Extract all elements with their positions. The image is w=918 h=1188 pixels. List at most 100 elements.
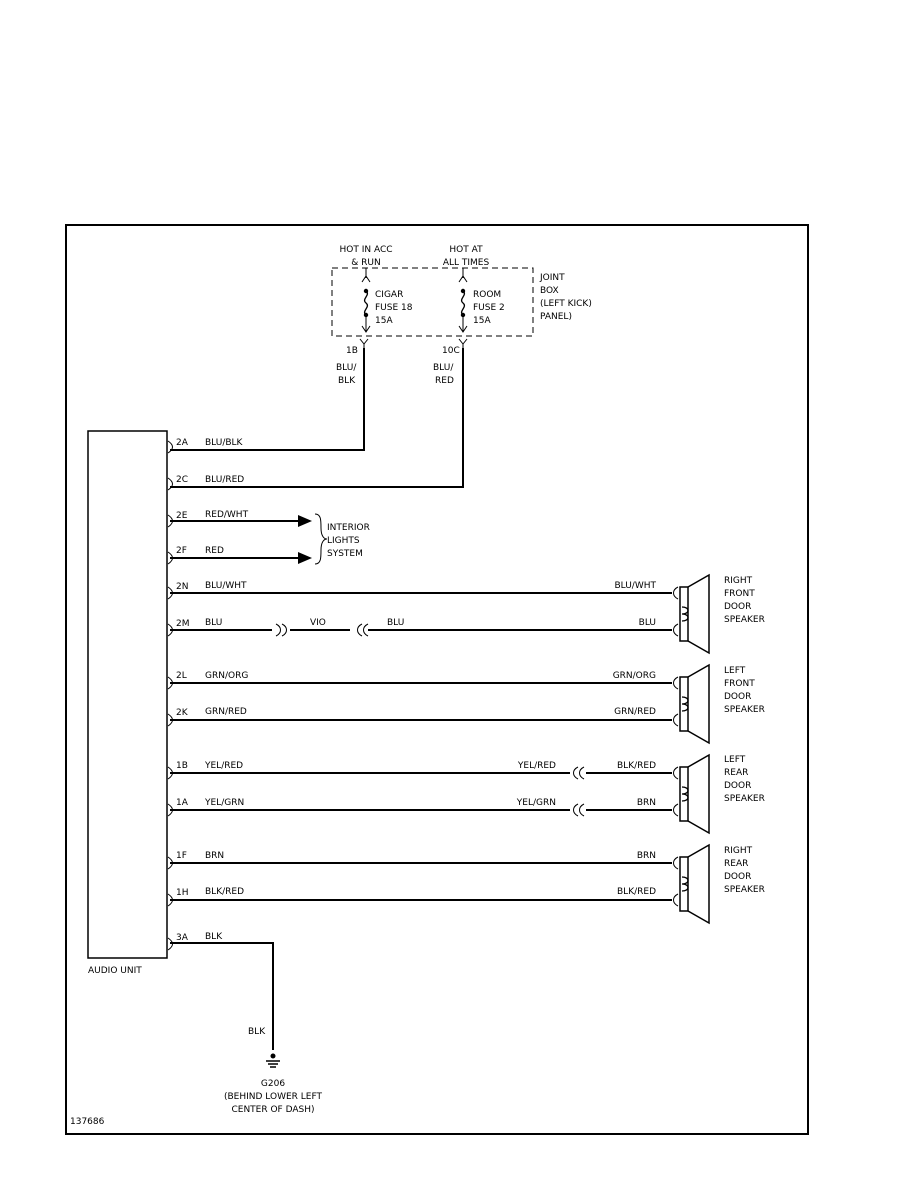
svg-text:PANEL): PANEL) xyxy=(540,312,572,322)
svg-text:GRN/ORG: GRN/ORG xyxy=(205,671,248,681)
svg-text:2E: 2E xyxy=(176,511,188,521)
power-arrow-batt xyxy=(458,268,468,283)
svg-text:CIGAR: CIGAR xyxy=(375,290,403,300)
svg-text:ALL TIMES: ALL TIMES xyxy=(443,258,490,268)
svg-text:YEL/RED: YEL/RED xyxy=(204,761,243,771)
svg-text:2F: 2F xyxy=(176,546,187,556)
wire-3a-blk xyxy=(170,942,274,1050)
speaker-label-rf: RIGHT FRONT DOOR SPEAKER xyxy=(724,576,765,625)
svg-text:1A: 1A xyxy=(176,798,189,808)
svg-text:CENTER OF DASH): CENTER OF DASH) xyxy=(231,1105,314,1115)
brace-icon xyxy=(314,513,328,565)
wire-label-batt-2: RED xyxy=(435,376,454,386)
pin-labels: 2A 2C 2E 2F 2N 2M 2L 2K 1B 1A 1F 1H 3A xyxy=(176,438,190,943)
speaker-icon xyxy=(679,844,710,924)
interior-lights-label: INTERIOR LIGHTS SYSTEM xyxy=(327,523,370,559)
speaker-connectors xyxy=(673,586,679,907)
wire-label-2k-right: GRN/RED xyxy=(614,707,656,717)
svg-text:BLU/RED: BLU/RED xyxy=(205,475,244,485)
speaker-icon xyxy=(679,754,710,834)
joint-box-outline xyxy=(331,267,534,337)
svg-text:(BEHIND LOWER LEFT: (BEHIND LOWER LEFT xyxy=(224,1092,323,1102)
svg-text:G206: G206 xyxy=(261,1079,285,1089)
svg-text:3A: 3A xyxy=(176,933,189,943)
svg-text:FRONT: FRONT xyxy=(724,589,755,599)
svg-text:HOT IN ACC: HOT IN ACC xyxy=(339,245,392,255)
wire-label-batt-1: BLU/ xyxy=(433,363,454,373)
wire-label-1f-right: BRN xyxy=(637,851,656,861)
svg-text:GRN/RED: GRN/RED xyxy=(205,707,247,717)
svg-text:RIGHT: RIGHT xyxy=(724,846,753,856)
svg-text:BOX: BOX xyxy=(540,286,559,296)
svg-text:1H: 1H xyxy=(176,888,189,898)
fuse-output-arrow-acc xyxy=(361,317,371,333)
svg-text:SPEAKER: SPEAKER xyxy=(724,705,765,715)
svg-text:1F: 1F xyxy=(176,851,187,861)
wire-label-1a-right: BRN xyxy=(637,798,656,808)
figure-id: 137686 xyxy=(70,1117,105,1127)
svg-text:BLU/WHT: BLU/WHT xyxy=(205,581,247,591)
wire-2a-blu-blk xyxy=(170,348,365,451)
svg-text:LEFT: LEFT xyxy=(724,755,746,765)
speaker-label-lr: LEFT REAR DOOR SPEAKER xyxy=(724,755,765,804)
terminal-10c: 10C xyxy=(442,346,460,356)
svg-text:ROOM: ROOM xyxy=(473,290,501,300)
wire-labels-left: BLU/BLK BLU/RED RED/WHT RED BLU/WHT BLU … xyxy=(204,438,249,942)
svg-text:FUSE 2: FUSE 2 xyxy=(473,303,505,313)
speaker-label-lf: LEFT FRONT DOOR SPEAKER xyxy=(724,666,765,715)
svg-text:BLU: BLU xyxy=(205,618,222,628)
fuse-label-cigar: CIGAR FUSE 18 15A xyxy=(375,290,413,326)
svg-text:REAR: REAR xyxy=(724,768,748,778)
svg-text:SPEAKER: SPEAKER xyxy=(724,615,765,625)
wire-label-1b-right: BLK/RED xyxy=(617,761,656,771)
svg-text:SPEAKER: SPEAKER xyxy=(724,885,765,895)
pin-connectors xyxy=(167,440,173,951)
terminal-1b: 1B xyxy=(346,346,358,356)
speaker-icon xyxy=(679,664,710,744)
svg-text:JOINT: JOINT xyxy=(539,273,565,283)
svg-text:DOOR: DOOR xyxy=(724,602,751,612)
ground-icon xyxy=(266,1053,280,1068)
wire-label-ground: BLK xyxy=(248,1027,266,1037)
svg-text:2L: 2L xyxy=(176,671,187,681)
wire-label-2m-mid: VIO xyxy=(310,618,326,628)
wire-label-2n-right: BLU/WHT xyxy=(614,581,656,591)
svg-text:FRONT: FRONT xyxy=(724,679,755,689)
svg-text:(LEFT KICK): (LEFT KICK) xyxy=(540,299,592,309)
connector-icon xyxy=(275,623,287,637)
svg-text:SYSTEM: SYSTEM xyxy=(327,549,363,559)
fuse-icon xyxy=(363,288,369,318)
svg-text:SPEAKER: SPEAKER xyxy=(724,794,765,804)
wire-label-1h-right: BLK/RED xyxy=(617,887,656,897)
svg-text:2C: 2C xyxy=(176,475,188,485)
svg-text:RED: RED xyxy=(205,546,224,556)
power-label-batt: HOT AT ALL TIMES xyxy=(443,245,490,268)
svg-text:BLK/RED: BLK/RED xyxy=(205,887,244,897)
svg-text:HOT AT: HOT AT xyxy=(449,245,483,255)
svg-text:REAR: REAR xyxy=(724,859,748,869)
connector-icon xyxy=(359,338,369,348)
speaker-icon xyxy=(679,574,710,654)
connector-icon xyxy=(573,803,585,817)
svg-text:1B: 1B xyxy=(176,761,188,771)
arrow-icon xyxy=(298,552,312,564)
wire-label-2l-right: GRN/ORG xyxy=(613,671,656,681)
wire-label-acc-1: BLU/ xyxy=(336,363,357,373)
svg-text:LEFT: LEFT xyxy=(724,666,746,676)
svg-text:15A: 15A xyxy=(375,316,393,326)
svg-text:RIGHT: RIGHT xyxy=(724,576,753,586)
svg-text:BLU/BLK: BLU/BLK xyxy=(205,438,244,448)
power-label-acc: HOT IN ACC & RUN xyxy=(339,245,392,268)
arrow-icon xyxy=(298,515,312,527)
fuse-icon xyxy=(460,288,466,318)
wire-label-2m-mid2: BLU xyxy=(387,618,404,628)
svg-text:BLK: BLK xyxy=(205,932,223,942)
svg-text:RED/WHT: RED/WHT xyxy=(205,510,249,520)
svg-text:FUSE 18: FUSE 18 xyxy=(375,303,413,313)
wire-2c-blu-red xyxy=(170,348,464,488)
svg-text:YEL/GRN: YEL/GRN xyxy=(204,798,244,808)
svg-text:LIGHTS: LIGHTS xyxy=(327,536,360,546)
svg-text:2A: 2A xyxy=(176,438,189,448)
power-arrow-acc xyxy=(361,268,371,283)
